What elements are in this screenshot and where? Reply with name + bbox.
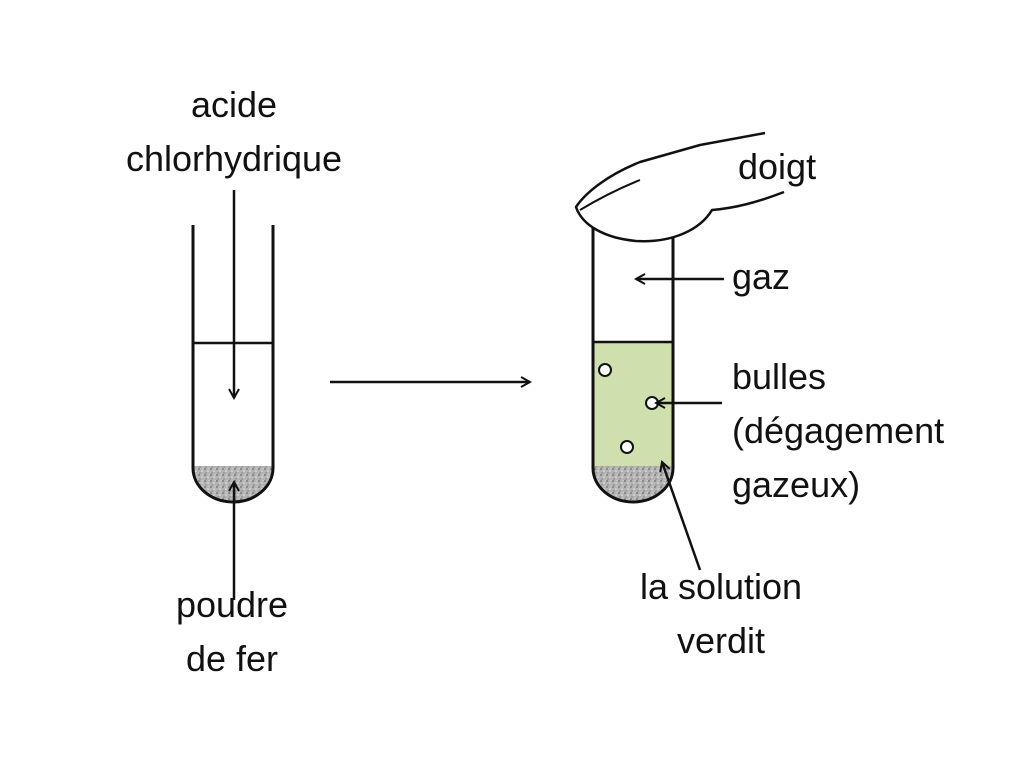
right-tube-outline — [591, 225, 675, 504]
solution-label-line1: la solution — [639, 566, 803, 607]
bubbles-label-line1: bulles — [732, 356, 827, 397]
fingernail-line — [579, 179, 641, 211]
gas-label: gaz — [732, 256, 791, 297]
right-test-tube — [591, 225, 675, 504]
finger-drawing — [574, 131, 785, 243]
solution-arrow — [662, 462, 702, 571]
acid-label-line1: acide — [190, 84, 278, 125]
green-solution — [593, 342, 673, 502]
iron-label-line2: de fer — [185, 638, 279, 679]
finger-outline — [574, 131, 785, 243]
bubble — [620, 440, 634, 454]
acid-label-line2: chlorhydrique — [125, 138, 343, 179]
finger-label: doigt — [738, 146, 817, 187]
iron-label-line1: poudre — [175, 584, 289, 625]
bubble — [598, 363, 612, 377]
iron-powder-right — [593, 466, 673, 502]
bubbles-label-line3: gazeux) — [732, 464, 861, 505]
solution-label-line2: verdit — [676, 620, 766, 661]
bubbles-label-line2: (dégagement — [732, 410, 945, 451]
